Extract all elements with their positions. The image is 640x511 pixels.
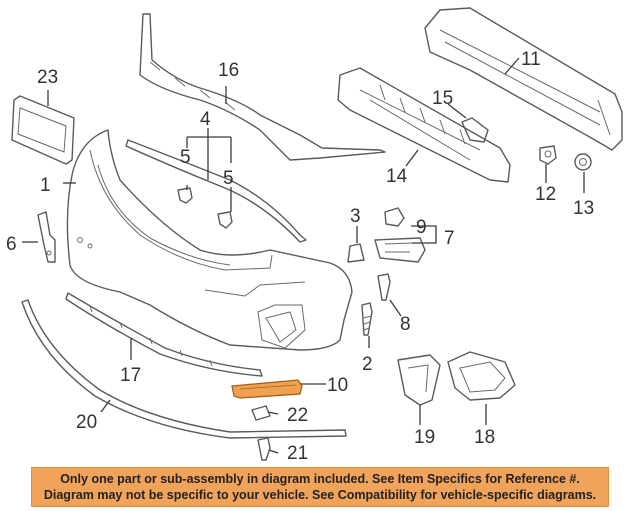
callout-2: 2 xyxy=(362,354,373,375)
part-lower-molding xyxy=(65,292,263,377)
callout-18: 18 xyxy=(474,427,495,448)
disclaimer-banner: Only one part or sub-assembly in diagram… xyxy=(31,467,609,507)
part-bolt xyxy=(377,273,391,301)
part-10-highlighted xyxy=(231,379,303,399)
callout-3: 3 xyxy=(350,206,361,227)
part-guide xyxy=(384,207,405,227)
callout-7: 7 xyxy=(444,228,455,249)
callout-4: 4 xyxy=(200,109,211,130)
part-side-support xyxy=(374,237,426,263)
callout-16: 16 xyxy=(218,60,239,81)
callout-23: 23 xyxy=(37,67,58,88)
part-license-bracket xyxy=(11,95,75,165)
callout-8: 8 xyxy=(400,314,411,335)
part-clip-22 xyxy=(251,405,271,421)
part-side-bracket xyxy=(37,211,56,263)
disclaimer-line-2: Diagram may not be specific to your vehi… xyxy=(43,488,597,502)
callout-12: 12 xyxy=(535,184,556,205)
part-upper-molding xyxy=(139,13,386,161)
part-fog-bezel xyxy=(447,351,516,401)
callout-11: 11 xyxy=(521,49,541,70)
part-nut xyxy=(574,153,592,171)
callout-1: 1 xyxy=(40,175,51,196)
part-lower-lip xyxy=(21,299,347,439)
part-clip-upper xyxy=(177,187,193,204)
callout-19: 19 xyxy=(414,427,435,448)
part-bracket-19 xyxy=(397,354,441,406)
callout-20: 20 xyxy=(76,412,97,433)
callout-21: 21 xyxy=(287,443,308,462)
part-bumper-cover xyxy=(66,129,353,351)
part-screw-21 xyxy=(257,437,271,461)
callout-leaders xyxy=(22,57,585,454)
callout-17: 17 xyxy=(120,365,141,386)
part-clip-lower xyxy=(217,211,233,229)
callout-9: 9 xyxy=(416,217,427,238)
part-energy-absorber xyxy=(337,67,511,183)
callout-5b: 5 xyxy=(223,168,234,189)
callout-5a: 5 xyxy=(180,147,191,168)
callout-10: 10 xyxy=(327,375,348,396)
part-impact-beam xyxy=(424,7,623,151)
callout-14: 14 xyxy=(386,166,408,187)
parts-diagram: 1 2 3 4 5 5 6 7 8 9 10 11 12 13 14 15 16… xyxy=(6,7,623,462)
part-grille-trim xyxy=(125,139,307,243)
part-bracket-15 xyxy=(461,117,489,143)
callout-22: 22 xyxy=(287,405,308,426)
part-screw xyxy=(361,302,373,336)
callout-15: 15 xyxy=(432,88,453,109)
callout-6: 6 xyxy=(6,234,17,255)
part-retainer xyxy=(347,243,365,263)
disclaimer-line-1: Only one part or sub-assembly in diagram… xyxy=(60,472,580,486)
callout-13: 13 xyxy=(573,198,594,219)
part-bolt-12 xyxy=(539,145,557,165)
